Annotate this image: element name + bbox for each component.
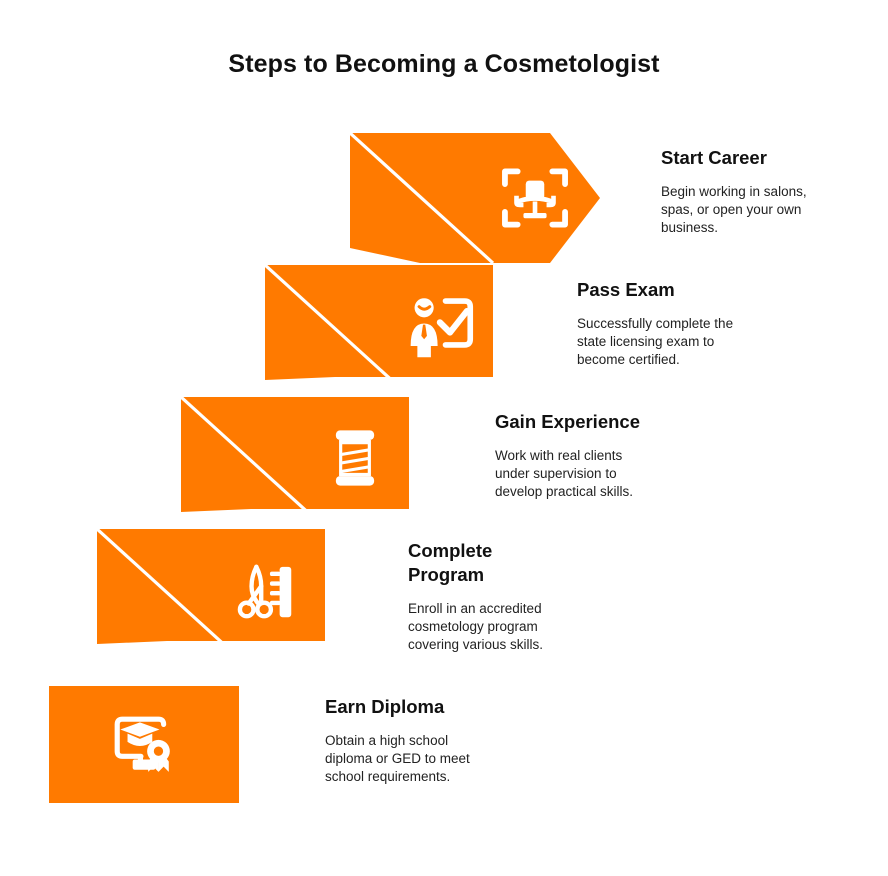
step-text-pass-exam: Pass Exam Successfully complete the stat… (577, 278, 762, 369)
step-description: Work with real clients under supervision… (495, 448, 634, 499)
scissors-comb-icon (237, 564, 292, 619)
step-heading: Earn Diploma (325, 696, 445, 717)
exam-checklist-icon (410, 298, 474, 358)
diploma-certificate-icon (114, 716, 170, 772)
step-text-gain-experience: Gain Experience Work with real clients u… (495, 410, 685, 501)
barber-pole-icon (335, 430, 375, 486)
step-heading: Complete Program (408, 540, 493, 585)
step-pass-exam: Pass Exam Successfully complete the stat… (265, 265, 733, 395)
step-description: Obtain a high school diploma or GED to m… (325, 733, 470, 784)
step-earn-diploma: Earn Diploma Obtain a high school diplom… (49, 686, 470, 803)
step-heading: Gain Experience (495, 411, 640, 432)
step-description: Begin working in salons, spas, or open y… (661, 184, 807, 235)
step-complete-program: Complete Program Enroll in an accredited… (97, 529, 543, 659)
step-gain-experience: Gain Experience Work with real clients u… (181, 397, 640, 527)
step-text-start-career: Start Career Begin working in salons, sp… (661, 146, 841, 237)
step-description: Successfully complete the state licensin… (577, 316, 734, 367)
step-start-career: Start Career Begin working in salons, sp… (350, 133, 807, 263)
step-heading: Pass Exam (577, 279, 675, 300)
step-heading: Start Career (661, 147, 767, 168)
step-text-complete-program: Complete Program Enroll in an accredited… (408, 539, 593, 654)
step-shape-notched (265, 265, 493, 395)
step-shape-arrow (350, 133, 600, 263)
page-title: Steps to Becoming a Cosmetologist (228, 50, 660, 78)
step-description: Enroll in an accredited cosmetology prog… (408, 601, 544, 652)
salon-chair-icon (502, 168, 568, 228)
step-text-earn-diploma: Earn Diploma Obtain a high school diplom… (325, 695, 515, 786)
